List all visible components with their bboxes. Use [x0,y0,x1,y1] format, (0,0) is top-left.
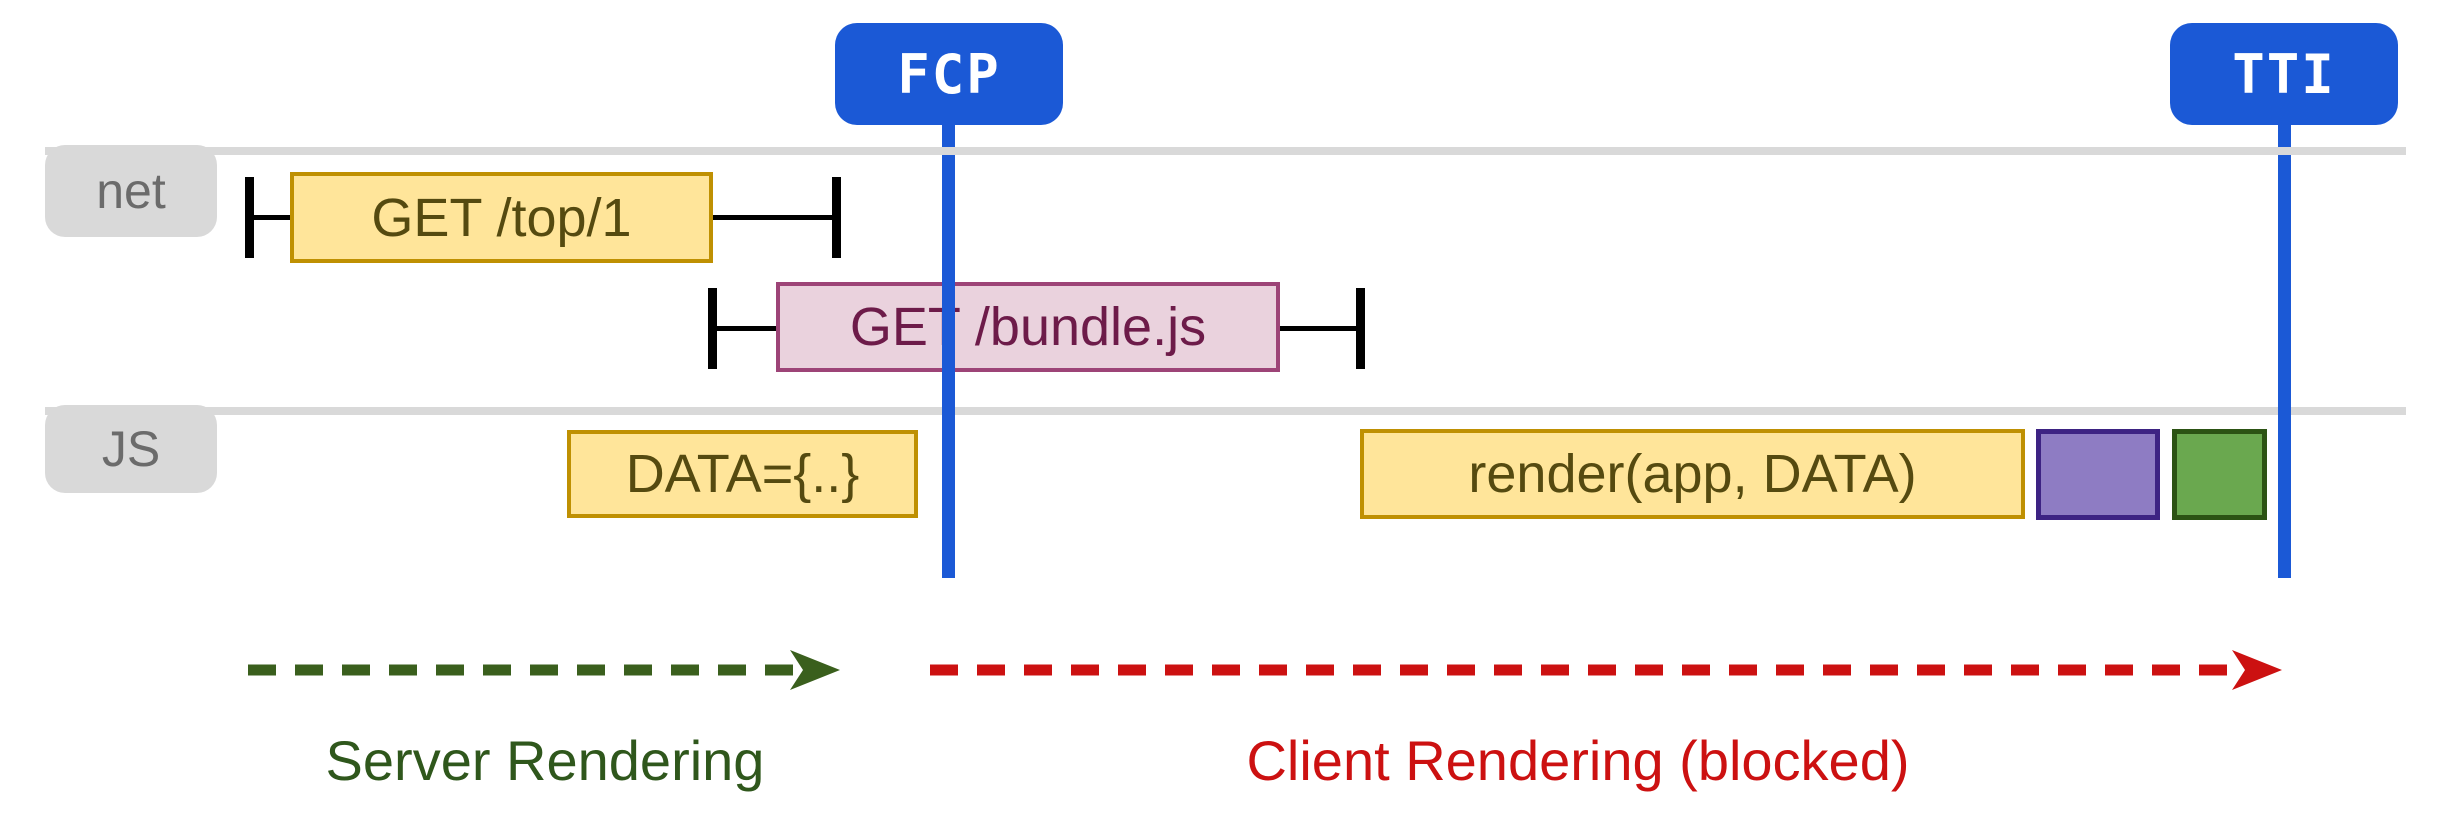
bar-get-top-text: GET /top/1 [371,187,632,248]
bar-render-call-text: render(app, DATA) [1468,444,1917,504]
row-label-net: net [45,145,217,237]
tti-marker-line [2278,118,2291,578]
fcp-badge-text: FCP [897,42,1001,106]
client-rendering-arrowhead-icon [2232,650,2282,690]
row-label-js-text: JS [101,421,161,477]
js-track-line [45,407,2406,415]
tti-badge: TTI [2170,23,2398,125]
bar-get-bundle: GET /bundle.js [776,282,1280,372]
get-bundle-start-tick [708,288,717,369]
row-label-net-text: net [96,163,166,219]
bar-green-task [2172,429,2267,520]
net-track-line [45,147,2406,155]
tti-badge-text: TTI [2232,42,2336,106]
get-top-end-tick [832,177,841,258]
server-rendering-arrowhead-icon [790,650,840,690]
server-rendering-caption: Server Rendering [325,729,765,792]
fcp-badge: FCP [835,23,1063,125]
get-top-start-tick [245,177,254,258]
get-bundle-end-tick [1356,288,1365,369]
bar-data-eval-text: DATA={..} [625,444,860,504]
bar-get-bundle-text: GET /bundle.js [849,297,1207,357]
bar-render-call: render(app, DATA) [1360,429,2025,519]
row-label-js: JS [45,405,217,493]
bar-purple-task [2036,429,2160,520]
bar-data-eval: DATA={..} [567,430,918,518]
client-rendering-caption: Client Rendering (blocked) [1246,729,1910,792]
fcp-marker-line [942,118,955,578]
bar-get-top: GET /top/1 [290,172,713,263]
